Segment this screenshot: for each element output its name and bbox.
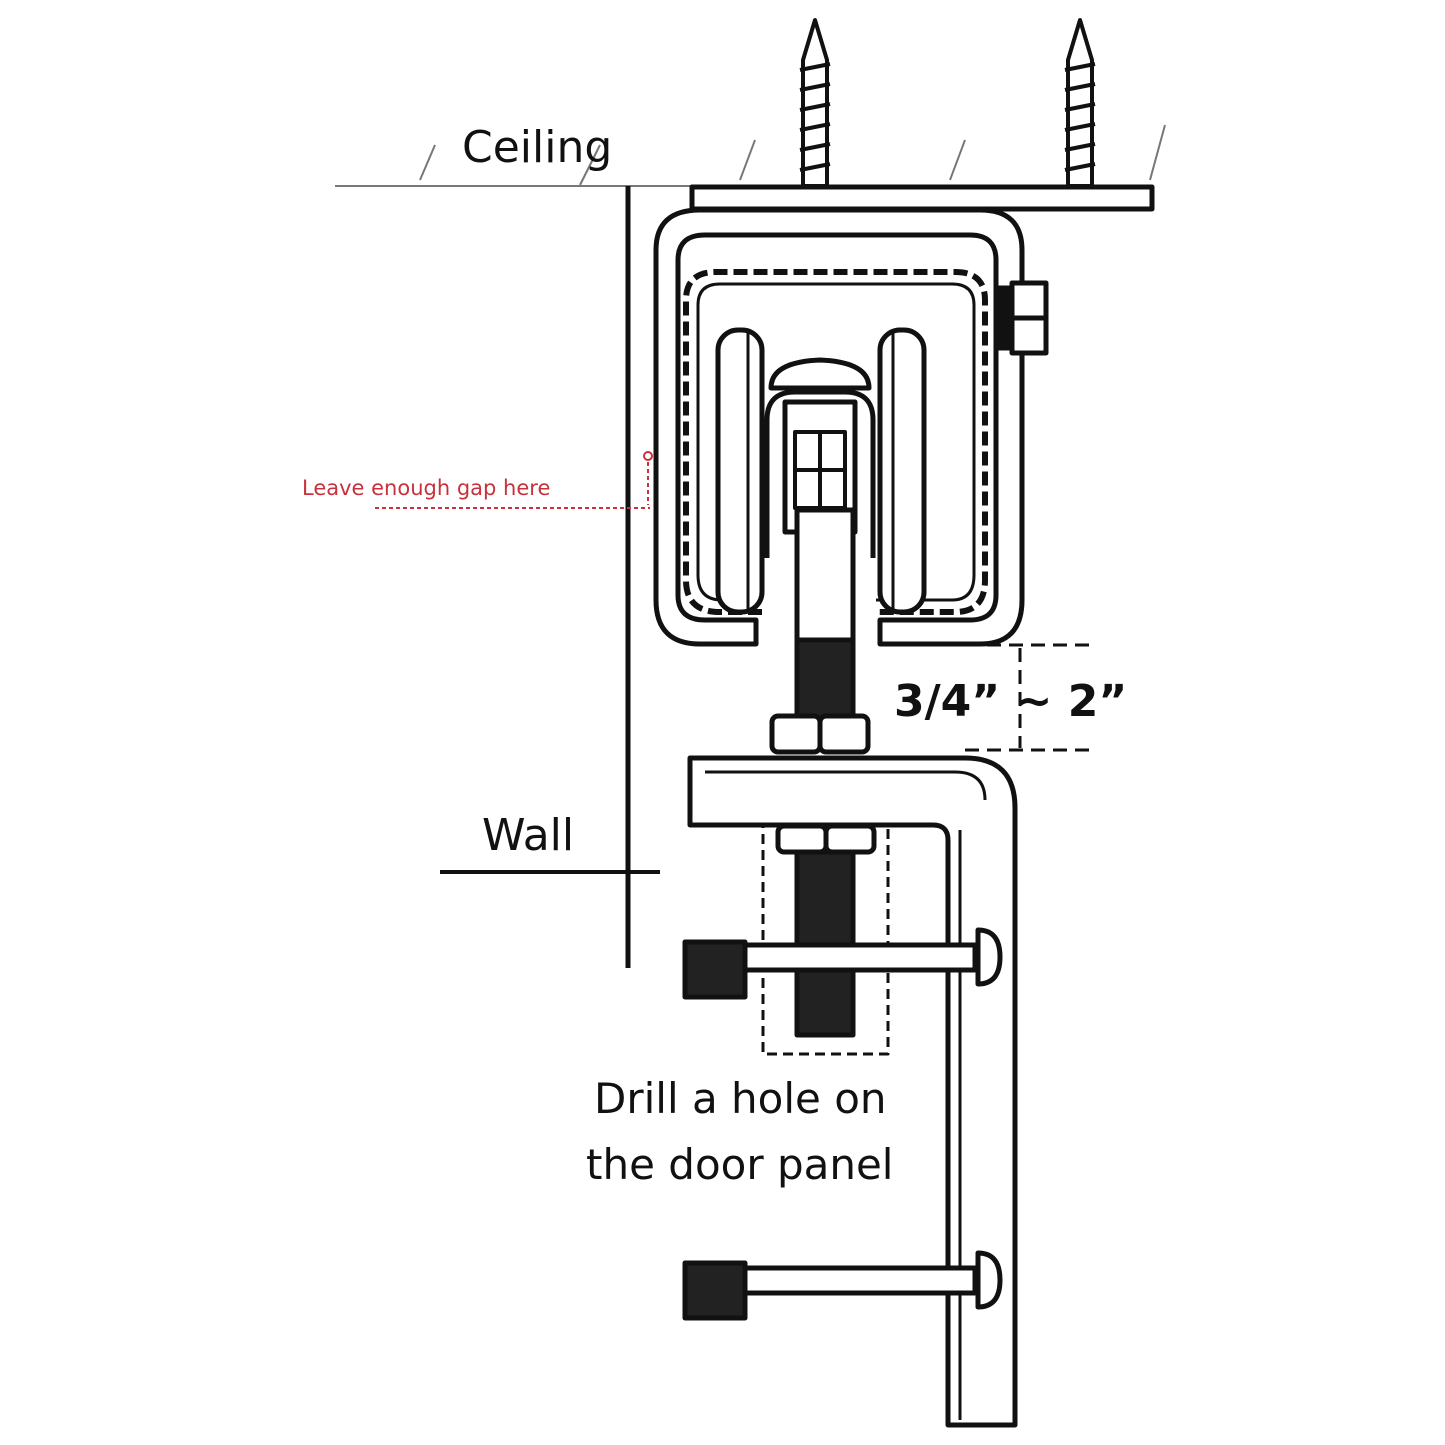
ceiling-label: Ceiling — [462, 122, 613, 173]
drill-instruction-line1: Drill a hole on — [594, 1074, 887, 1123]
dimension-label: 3/4” ~ 2” — [894, 676, 1128, 727]
screw-icon — [799, 18, 1096, 188]
track — [683, 269, 988, 615]
wheel-left — [715, 327, 765, 615]
drill-hole — [761, 824, 890, 1056]
ceiling-plate — [689, 184, 1155, 212]
bolt-upper — [682, 927, 1003, 1000]
wheel-right — [877, 327, 927, 615]
gap-indicator — [375, 451, 653, 509]
ceiling-line — [335, 124, 1166, 187]
wall-label: Wall — [482, 810, 575, 861]
dimension-lines — [965, 643, 1090, 752]
hex-nut-icon — [995, 280, 1049, 356]
drill-instruction-line2: the door panel — [586, 1140, 894, 1189]
outer-bracket — [653, 207, 1025, 647]
wheel-cap — [768, 357, 872, 391]
top-nut — [769, 713, 823, 755]
bolt-lower — [682, 1250, 1003, 1321]
gap-note: Leave enough gap here — [302, 476, 551, 500]
threaded-rod — [794, 637, 856, 721]
l-bracket — [687, 755, 1018, 1428]
